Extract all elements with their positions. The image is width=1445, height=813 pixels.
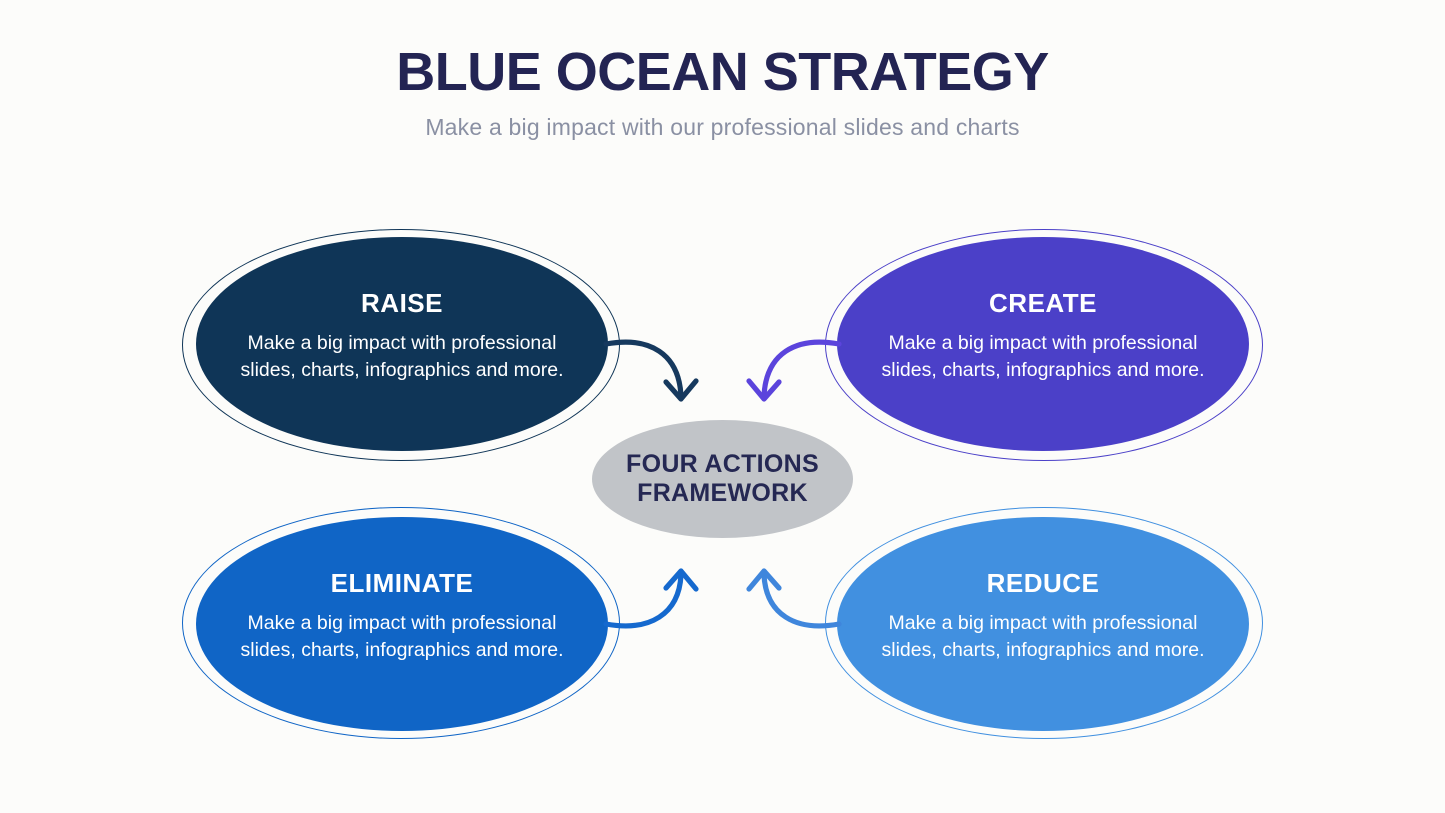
slide-header: BLUE OCEAN STRATEGY Make a big impact wi… [0,44,1445,141]
center-node-line1: FOUR ACTIONS [626,449,819,478]
center-node: FOUR ACTIONS FRAMEWORK [592,420,853,538]
node-create-description: Make a big impact with professional slid… [881,331,1205,381]
node-eliminate-description: Make a big impact with professional slid… [240,611,564,661]
node-create-label: CREATE [989,287,1097,318]
node-reduce-label: REDUCE [986,567,1100,598]
node-eliminate-label: ELIMINATE [330,567,474,598]
node-eliminate: ELIMINATE Make a big impact with profess… [196,517,608,731]
node-raise-description: Make a big impact with professional slid… [240,331,564,381]
page-title: BLUE OCEAN STRATEGY [396,42,1049,102]
node-raise: RAISE Make a big impact with professiona… [196,237,608,451]
node-reduce: REDUCE Make a big impact with profession… [837,517,1249,731]
page-subtitle: Make a big impact with our professional … [425,113,1020,140]
node-raise-label: RAISE [361,287,443,318]
center-node-line2: FRAMEWORK [637,479,808,507]
node-create: CREATE Make a big impact with profession… [837,237,1249,451]
node-reduce-description: Make a big impact with professional slid… [881,611,1205,661]
